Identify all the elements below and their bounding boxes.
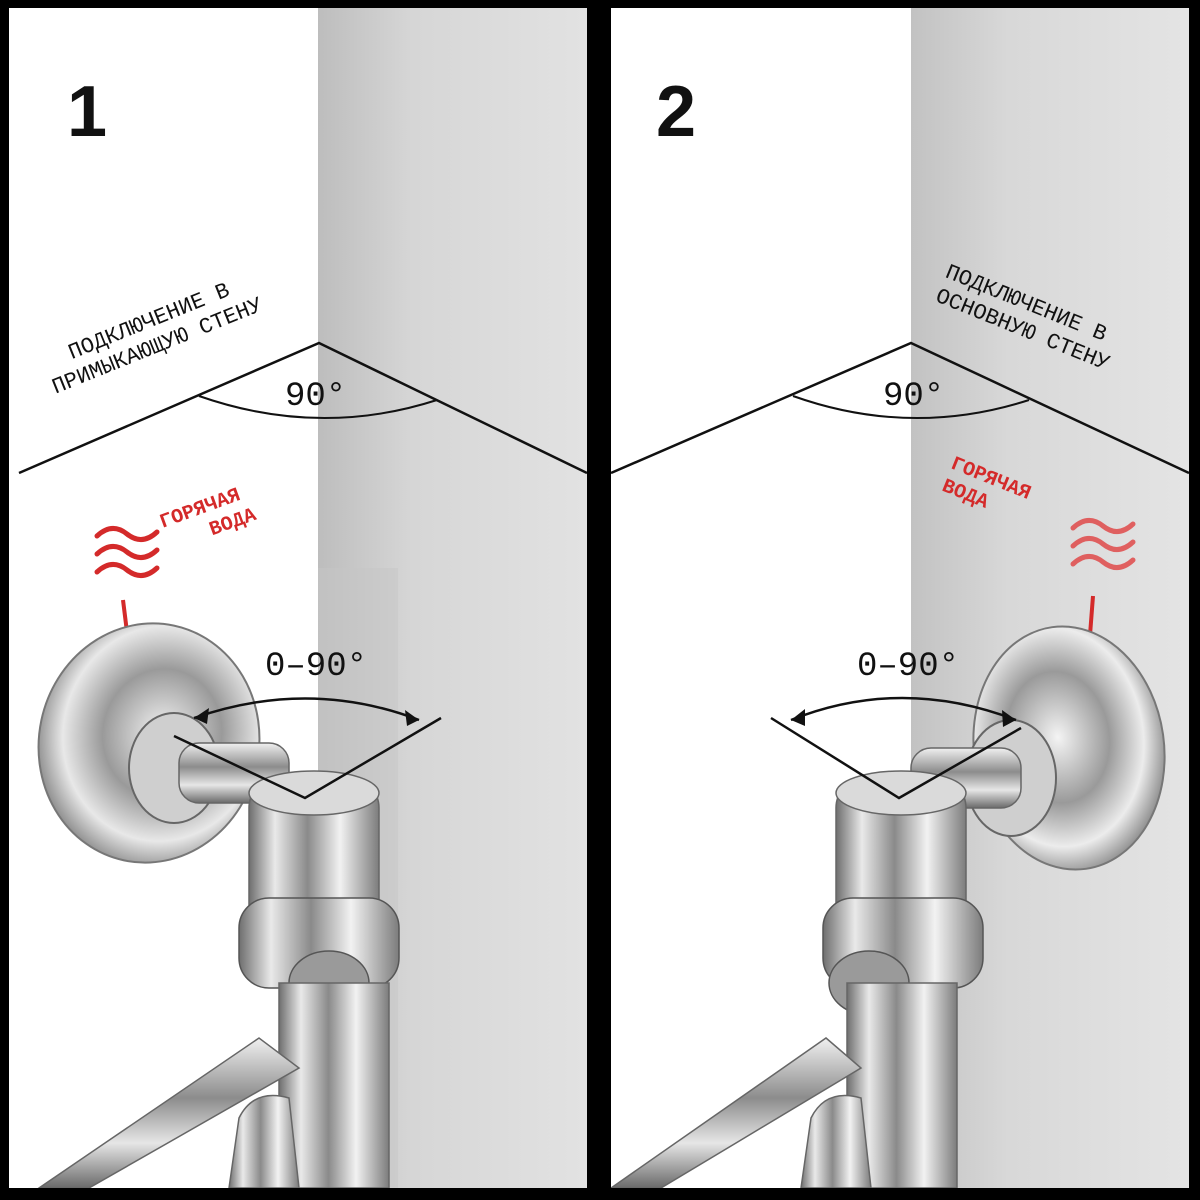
corner-plan-lines (611, 341, 1189, 475)
scene-illustration (9, 8, 587, 1188)
rail-bar-2 (228, 1094, 300, 1188)
panel-number: 2 (656, 72, 697, 152)
panel-adjacent-wall: 1 ПОДКЛЮЧЕНИЕ В ПРИМЫКАЮЩУЮ СТЕНУ 90° ГО… (9, 8, 587, 1188)
rail-bar-1 (611, 1037, 863, 1188)
rail-bar-2 (800, 1094, 872, 1188)
corner-angle-arc (792, 395, 1030, 419)
hot-water-icon (94, 526, 160, 578)
rail-bar-1 (37, 1037, 301, 1188)
swivel-angle-lines (173, 716, 442, 800)
swivel-angle-lines (770, 716, 1022, 800)
panel-main-wall: 2 ПОДКЛЮЧЕНИЕ В ОСНОВНУЮ СТЕНУ 90° ГОРЯЧ… (611, 8, 1189, 1188)
swivel-angle-label: 0–90° (265, 648, 368, 686)
corner-angle-label: 90° (285, 378, 347, 416)
swivel-angle-arc (193, 697, 420, 722)
left-wall (9, 8, 318, 1188)
swivel-angle-arc (790, 696, 1017, 722)
riser-pipe (278, 982, 390, 1188)
corner-plan-lines (18, 341, 587, 475)
corner-angle-arc (198, 395, 438, 419)
panel-number: 1 (67, 72, 108, 152)
swivel-angle-label: 0–90° (857, 648, 960, 686)
scene-illustration (611, 8, 1189, 1188)
hot-water-icon (1070, 518, 1136, 570)
corner-angle-label: 90° (883, 378, 945, 416)
